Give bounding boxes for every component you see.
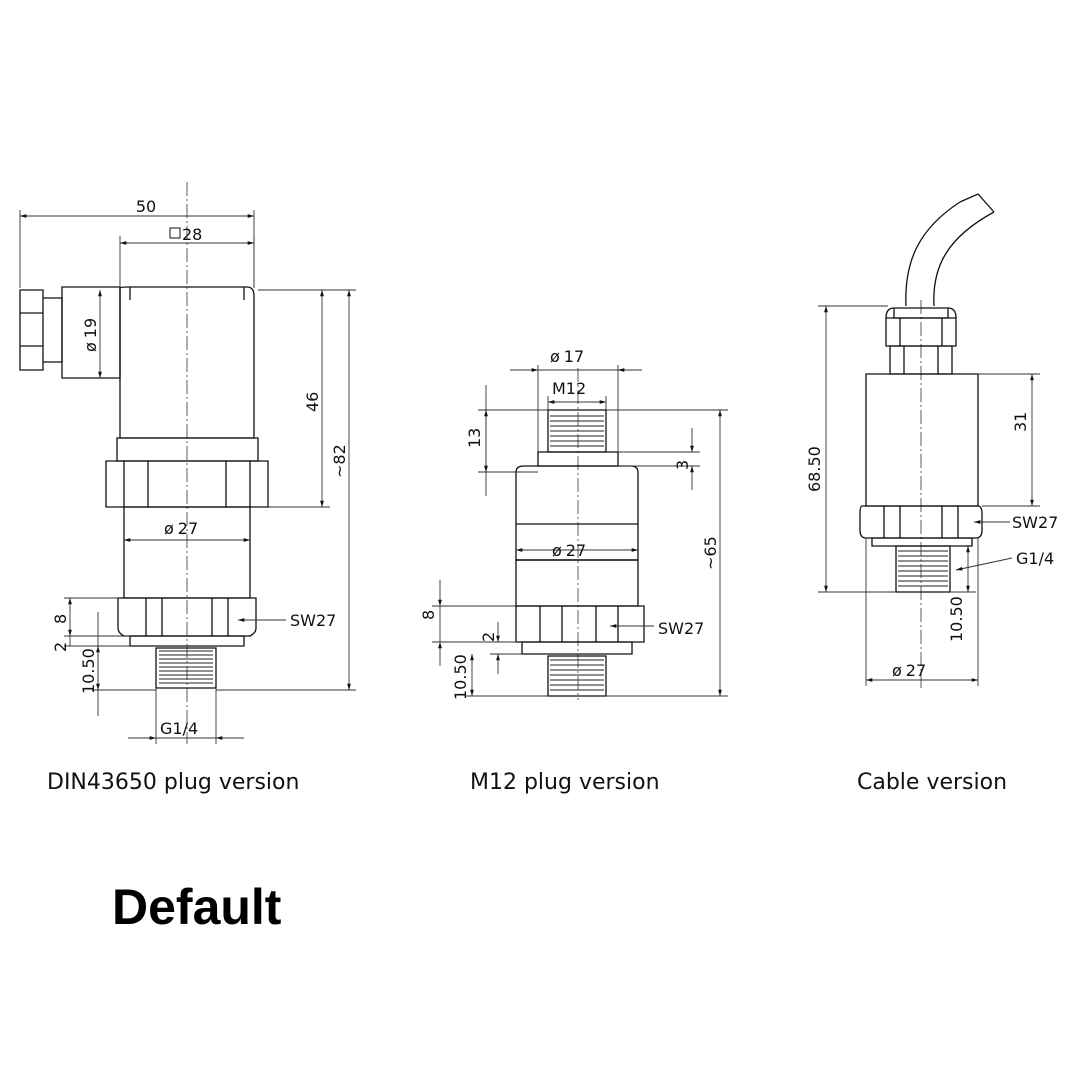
cable-total-height-dim: 68.50 [805, 446, 824, 492]
m12-connector-height-dim: 13 [465, 428, 484, 448]
din-plug-dia-dim: ø19 [81, 318, 100, 352]
cable-thread-len-dim: 10.50 [947, 596, 966, 642]
page-title: Default [112, 879, 282, 935]
m12-connector-dim: M12 [552, 379, 586, 398]
m12-hex-height-dim: 8 [419, 610, 438, 620]
cable-caption: Cable version [857, 770, 1008, 795]
din-square-dim: 28 [182, 225, 202, 244]
cable-thread-label: G1/4 [1016, 549, 1054, 568]
din-hex-label: SW27 [290, 611, 336, 630]
din-width-dim: 50 [136, 197, 156, 216]
m12-total-height-dim: ~65 [701, 536, 720, 570]
m12-hex-label: SW27 [658, 619, 704, 638]
din-gap-dim: 2 [51, 642, 70, 652]
m12-caption: M12 plug version [470, 770, 660, 795]
square-symbol-icon [169, 227, 181, 239]
din-thread-dim: G1/4 [160, 719, 198, 738]
cable-body-height-dim: 31 [1011, 412, 1030, 432]
din-thread-len-dim: 10.50 [79, 648, 98, 694]
m12-gap-dim: 2 [479, 632, 498, 642]
din-upper-height-dim: 46 [303, 392, 322, 412]
cable-hex-label: SW27 [1012, 513, 1058, 532]
m12-shoulder-dim: 3 [673, 460, 692, 470]
din-total-height-dim: ~82 [330, 444, 349, 478]
din-hex-height-dim: 8 [51, 614, 70, 624]
m12-thread-len-dim: 10.50 [451, 654, 470, 700]
din-caption: DIN43650 plug version [47, 770, 300, 795]
